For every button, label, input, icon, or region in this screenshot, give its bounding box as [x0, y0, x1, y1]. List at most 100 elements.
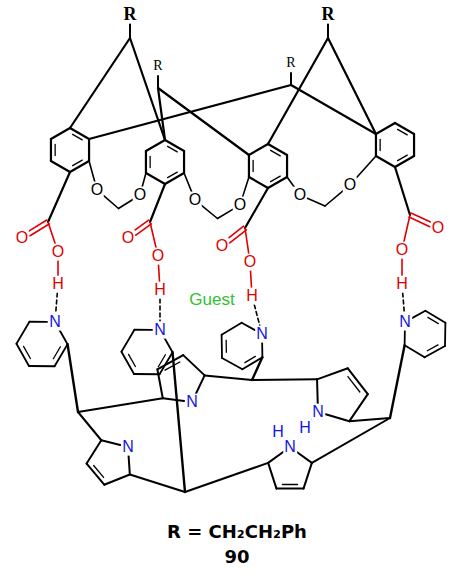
substituent-label: R: [285, 56, 296, 71]
pyrrole-ring: [349, 394, 367, 421]
methine-bridge: [89, 85, 291, 139]
aryl-ring: [149, 156, 150, 167]
aryl-ring: [375, 134, 377, 156]
carbonyl-bond: [411, 213, 432, 223]
oxygen-atom: O: [90, 182, 104, 199]
ether-bond: [89, 161, 95, 182]
pyridine-ring: [121, 352, 134, 374]
pyrrole-ring: [129, 455, 130, 475]
hydrogen-atom: H: [395, 276, 409, 293]
hydrogen-bond: [403, 293, 405, 313]
oxygen-atom: O: [51, 244, 65, 261]
pyrrole-ring: [165, 362, 180, 370]
aryl-ring: [398, 129, 408, 135]
substituent-bond: [327, 24, 329, 38]
aryl-ring: [70, 161, 89, 172]
carbonyl-bond: [230, 230, 247, 243]
nitrogen-atom: N: [48, 314, 62, 331]
porphyrin-bond: [78, 412, 101, 440]
oxygen-atom: O: [188, 192, 202, 209]
pyrrole-ring: [94, 466, 104, 478]
aryl-ring: [252, 160, 253, 171]
acid-bond: [245, 188, 268, 228]
pyridine-ring: [16, 322, 29, 344]
nitrogen-atom: N: [283, 439, 297, 456]
nitrogen-atom: N: [121, 439, 135, 456]
pyrrole-ring: [282, 484, 297, 485]
oxygen-atom: O: [243, 254, 257, 271]
aryl-ring: [51, 128, 70, 139]
substituent-label: R: [152, 59, 163, 74]
acid-bond: [150, 184, 165, 222]
carbonyl-bond: [133, 220, 149, 231]
pyridine-ring: [55, 344, 68, 366]
pyrrole-ring: [157, 369, 162, 398]
pyrrole-ring: [268, 452, 283, 463]
aryl-ring: [398, 155, 408, 161]
meso-link: [390, 345, 405, 418]
pyridine-ring: [129, 354, 136, 366]
pyridine-ring: [29, 365, 55, 367]
oxygen-atom: O: [395, 242, 409, 259]
nitrogen-atom: H: [271, 424, 285, 441]
porphyrin-bond: [252, 378, 317, 381]
aryl-ring: [50, 139, 52, 161]
pyrrole-ring: [183, 355, 204, 375]
pyrrole-ring: [104, 474, 130, 484]
nitrogen-atom: N: [398, 314, 412, 331]
pyridine-ring: [425, 311, 445, 323]
aryl-ring: [54, 144, 55, 155]
acid-bond: [395, 167, 410, 215]
ether-bond: [119, 199, 134, 208]
acid-bond: [48, 222, 55, 244]
guest-label: Guest: [188, 291, 235, 309]
pyrrole-ring: [195, 375, 204, 394]
substituent-bond: [290, 73, 292, 85]
oh-bond: [158, 264, 159, 282]
pyridine-ring: [412, 311, 425, 318]
meso-link: [68, 344, 78, 412]
pyrrole-ring: [276, 488, 303, 490]
pyridine-ring: [221, 335, 223, 358]
methine-bridge: [291, 85, 376, 134]
pyridine-ring: [160, 352, 173, 374]
aryl-ring: [379, 139, 380, 150]
pyrrole-ring: [326, 414, 350, 421]
oh-bond: [57, 260, 59, 276]
pyridine-ring: [29, 321, 47, 323]
acid-bond: [48, 172, 70, 222]
substituent-label: R: [123, 5, 138, 24]
methine-bridge: [70, 38, 130, 128]
aryl-ring: [271, 176, 281, 182]
carbonyl-bond: [409, 217, 430, 227]
oxygen-atom: O: [233, 197, 247, 214]
aryl-ring: [268, 144, 287, 155]
carbonyl-bond: [227, 226, 244, 239]
pyrrole-ring: [87, 440, 102, 463]
pyridine-ring: [242, 323, 255, 330]
ether-bond: [325, 190, 344, 206]
pyrrole-ring: [348, 368, 368, 394]
porphyrin-bond: [312, 418, 390, 463]
oh-bond: [401, 258, 403, 276]
pyridine-ring: [121, 330, 134, 352]
aryl-ring: [145, 151, 147, 173]
pyridine-ring: [222, 358, 242, 369]
hydrogen-atom: H: [245, 288, 259, 305]
oxygen-atom: O: [121, 230, 135, 247]
oxygen-atom: O: [293, 187, 307, 204]
methine-bridge: [268, 38, 328, 144]
porphyrin-bond: [78, 398, 163, 412]
hydrogen-bond: [56, 293, 58, 313]
oxygen-atom: O: [431, 220, 445, 237]
pyrrole-ring: [101, 440, 120, 445]
aryl-ring: [249, 144, 268, 155]
oh-bond: [250, 270, 251, 288]
aryl-ring: [73, 134, 83, 140]
aryl-ring: [248, 155, 250, 177]
acid-bond: [404, 215, 410, 242]
hydrogen-bond: [159, 299, 161, 321]
ether-bond: [184, 173, 192, 193]
aryl-ring: [249, 177, 268, 188]
ether-bond: [242, 177, 249, 197]
